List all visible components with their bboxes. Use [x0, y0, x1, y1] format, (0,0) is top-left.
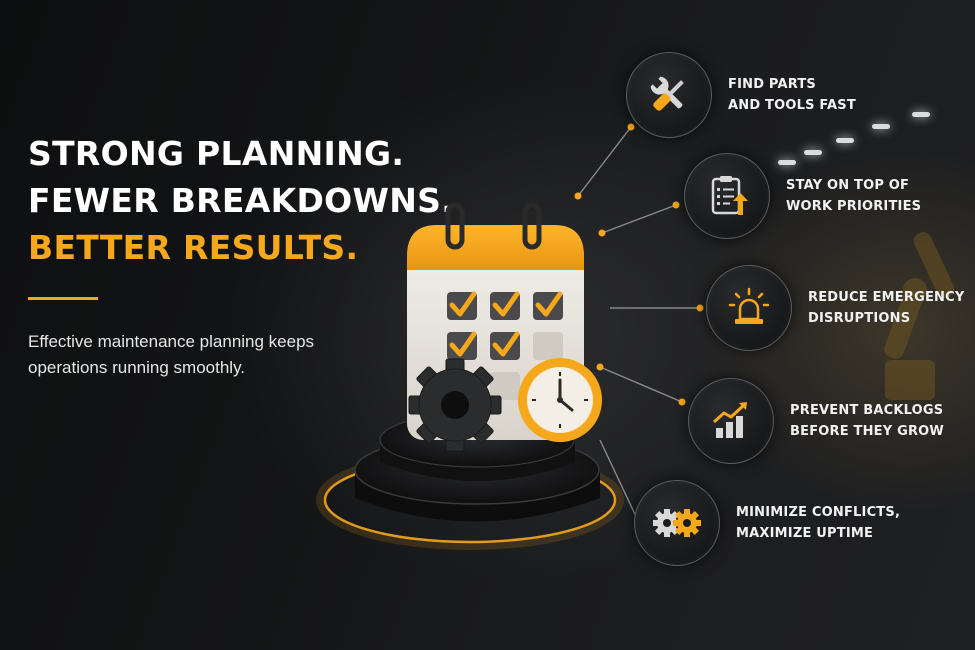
feature-label: MINIMIZE CONFLICTS, MAXIMIZE UPTIME: [736, 502, 900, 544]
feature-work-priorities: STAY ON TOP OF WORK PRIORITIES: [684, 153, 921, 239]
feature-label-line-2: MAXIMIZE UPTIME: [736, 526, 874, 541]
connector-lines: [577, 126, 700, 526]
accent-divider: [28, 297, 98, 300]
clock: [518, 358, 602, 442]
subtext: Effective maintenance planning keeps ope…: [28, 332, 315, 377]
feature-label-line-2: BEFORE THEY GROW: [790, 424, 944, 439]
feature-find-parts: FIND PARTS AND TOOLS FAST: [626, 52, 856, 138]
wrench-screwdriver-icon: [626, 52, 712, 138]
feature-label-line-2: AND TOOLS FAST: [728, 98, 856, 113]
headline-line-1: STRONG PLANNING.: [28, 134, 405, 173]
alarm-beacon-icon: [706, 265, 792, 351]
clipboard-checklist-icon: [684, 153, 770, 239]
headline: STRONG PLANNING. FEWER BREAKDOWNS. BETTE…: [28, 130, 454, 271]
feature-label-line-2: WORK PRIORITIES: [786, 199, 922, 214]
gear: [408, 358, 502, 452]
feature-minimize-conflicts: MINIMIZE CONFLICTS, MAXIMIZE UPTIME: [634, 480, 900, 566]
gears-icon: [634, 480, 720, 566]
feature-label: PREVENT BACKLOGS BEFORE THEY GROW: [790, 400, 944, 442]
feature-label: STAY ON TOP OF WORK PRIORITIES: [786, 175, 921, 217]
headline-line-3: BETTER RESULTS.: [28, 228, 359, 267]
headline-line-2: FEWER BREAKDOWNS.: [28, 181, 455, 220]
feature-label: REDUCE EMERGENCY DISRUPTIONS: [808, 287, 964, 329]
feature-prevent-backlogs: PREVENT BACKLOGS BEFORE THEY GROW: [688, 378, 944, 464]
feature-label-line-1: REDUCE EMERGENCY: [808, 290, 965, 305]
feature-label-line-1: MINIMIZE CONFLICTS,: [736, 505, 901, 520]
connector-dots: [574, 123, 704, 406]
feature-label-line-1: PREVENT BACKLOGS: [790, 403, 944, 418]
feature-label-line-2: DISRUPTIONS: [808, 311, 911, 326]
feature-label: FIND PARTS AND TOOLS FAST: [728, 74, 856, 116]
feature-label-line-1: STAY ON TOP OF: [786, 178, 910, 193]
robot-arm-silhouette: [884, 232, 955, 400]
feature-emergency-disruptions: REDUCE EMERGENCY DISRUPTIONS: [706, 265, 964, 351]
growth-chart-icon: [688, 378, 774, 464]
factory-ceiling-lights: [760, 100, 975, 180]
podium: [354, 412, 600, 522]
feature-label-line-1: FIND PARTS: [728, 77, 816, 92]
